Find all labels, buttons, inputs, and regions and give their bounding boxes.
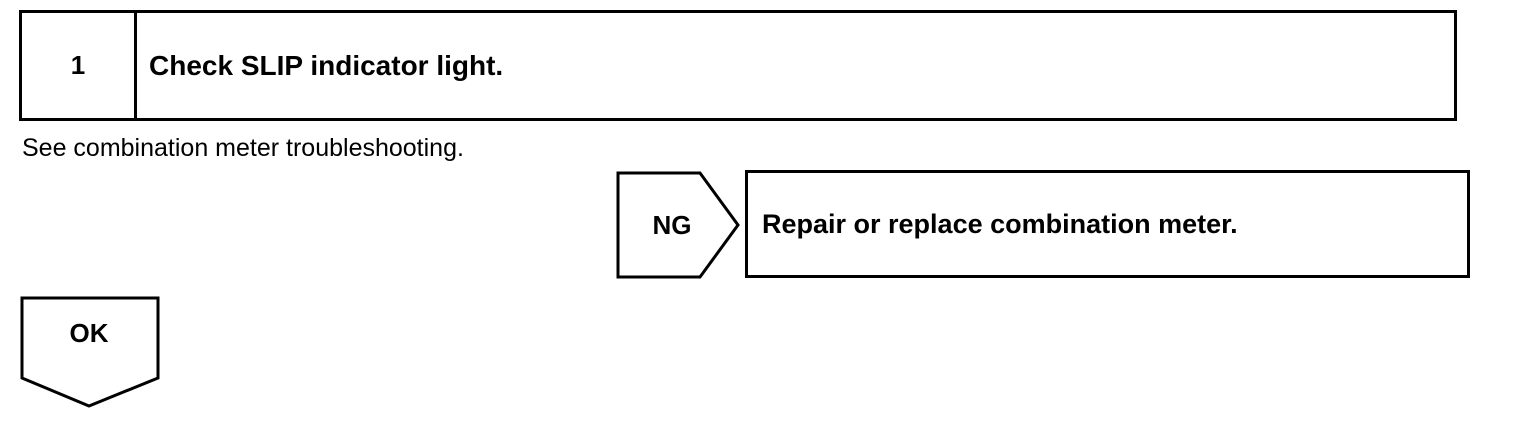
reference-note: See combination meter troubleshooting. <box>22 134 464 162</box>
ng-arrow-shape <box>616 171 740 279</box>
step-number: 1 <box>22 13 137 118</box>
ng-label: NG <box>652 209 692 240</box>
step-header-box: 1 Check SLIP indicator light. <box>19 10 1457 121</box>
ng-action-box: Repair or replace combination meter. <box>745 170 1470 278</box>
step-title: Check SLIP indicator light. <box>149 49 504 81</box>
ok-label: OK <box>69 318 109 348</box>
ok-down-arrow-shape <box>20 296 160 408</box>
